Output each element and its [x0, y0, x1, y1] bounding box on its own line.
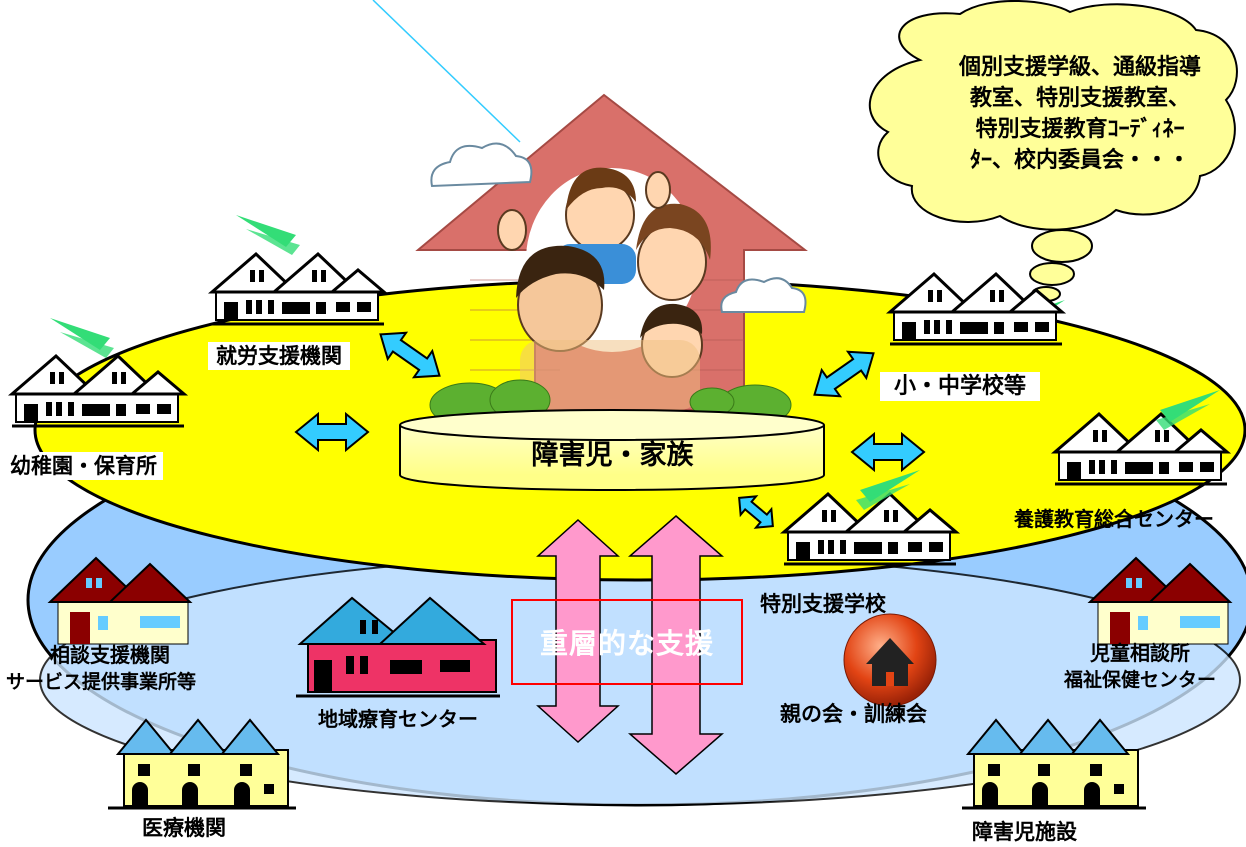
- thought-line-1: 個別支援学級、通級指導: [958, 55, 1201, 80]
- label-parents-group: 親の会・訓練会: [780, 702, 927, 726]
- thought-line-4: ﾀｰ、校内委員会・・・: [969, 148, 1190, 173]
- label-school: 小・中学校等: [880, 372, 1041, 402]
- vertical-arrows: [536, 515, 725, 775]
- horizontal-arrows: [294, 331, 926, 529]
- thought-line-3: 特別支援教育ｺｰﾃﾞｨﾈｰ: [975, 117, 1185, 142]
- label-employment: 就労支援機関: [208, 342, 350, 371]
- center-label: 障害児・家族: [531, 440, 694, 471]
- label-education-center: 養護教育総合センター: [1014, 507, 1214, 531]
- multilayer-support-label: 重層的な支援: [539, 627, 714, 660]
- clouds: [430, 142, 807, 313]
- house-employment: [210, 252, 386, 326]
- label-medical: 医療機関: [142, 816, 226, 840]
- label-child-guidance-2: 福祉保健センター: [1064, 669, 1217, 691]
- support-box: [511, 599, 743, 685]
- thought-line-2: 教室、特別支援教室、: [969, 86, 1190, 111]
- label-consultation-2: サービス提供事業所等: [6, 671, 197, 693]
- family-illustration: [497, 167, 711, 410]
- label-kindergarten: 幼稚園・保育所: [4, 452, 163, 481]
- label-consultation-1: 相談支援機関: [50, 643, 170, 667]
- label-special-school: 特別支援学校: [760, 592, 886, 616]
- label-child-guidance-1: 児童相談所: [1090, 641, 1190, 665]
- house-school: [888, 272, 1064, 346]
- thought-bubble-text: 個別支援学級、通級指導 教室、特別支援教室、 特別支援教育ｺｰﾃﾞｨﾈｰ ﾀｰ、…: [935, 52, 1225, 176]
- label-regional-center: 地域療育センター: [318, 707, 478, 731]
- label-disabled-facility: 障害児施設: [972, 820, 1077, 844]
- house-regional-center: [296, 596, 500, 698]
- center-plate: [399, 409, 825, 441]
- parents-group-icon: [843, 613, 937, 707]
- pointer-line: [372, 0, 521, 143]
